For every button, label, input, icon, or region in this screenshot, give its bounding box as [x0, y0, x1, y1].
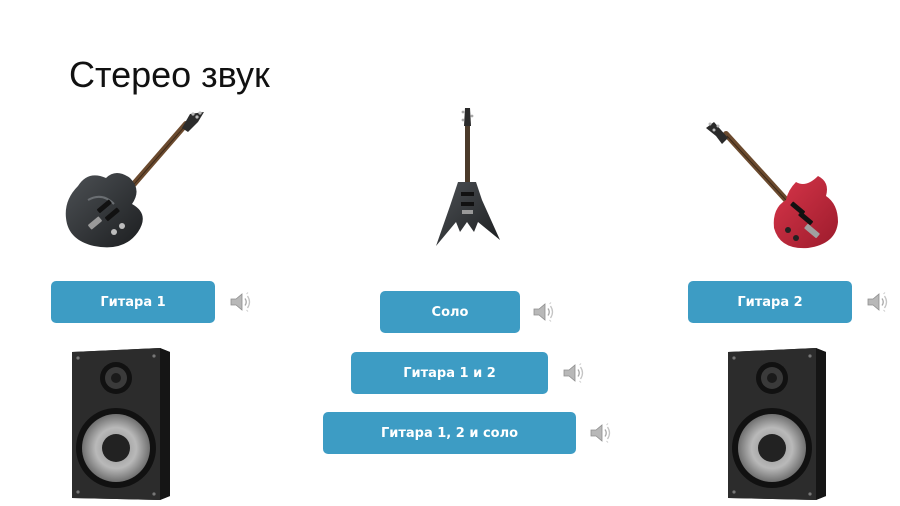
speaker-sound-icon[interactable] [865, 289, 891, 315]
red-electric-guitar-icon [706, 122, 838, 249]
black-v-guitar-icon [436, 108, 500, 246]
speaker-sound-icon[interactable] [588, 420, 614, 446]
speaker-sound-icon[interactable] [531, 299, 557, 325]
solo-button[interactable]: Соло [380, 291, 520, 333]
speaker-sound-icon[interactable] [561, 360, 587, 386]
black-electric-guitar-icon [65, 111, 204, 248]
slide-title: Стерео звук [69, 54, 270, 95]
guitar-1-and-2-button[interactable]: Гитара 1 и 2 [351, 352, 548, 394]
speaker-sound-icon[interactable] [228, 289, 254, 315]
guitar-1-2-and-solo-button[interactable]: Гитара 1, 2 и соло [323, 412, 576, 454]
guitar-2-button[interactable]: Гитара 2 [688, 281, 852, 323]
loudspeaker-cabinet-icon [728, 348, 826, 500]
loudspeaker-cabinet-icon [72, 348, 170, 500]
guitar-1-button[interactable]: Гитара 1 [51, 281, 215, 323]
